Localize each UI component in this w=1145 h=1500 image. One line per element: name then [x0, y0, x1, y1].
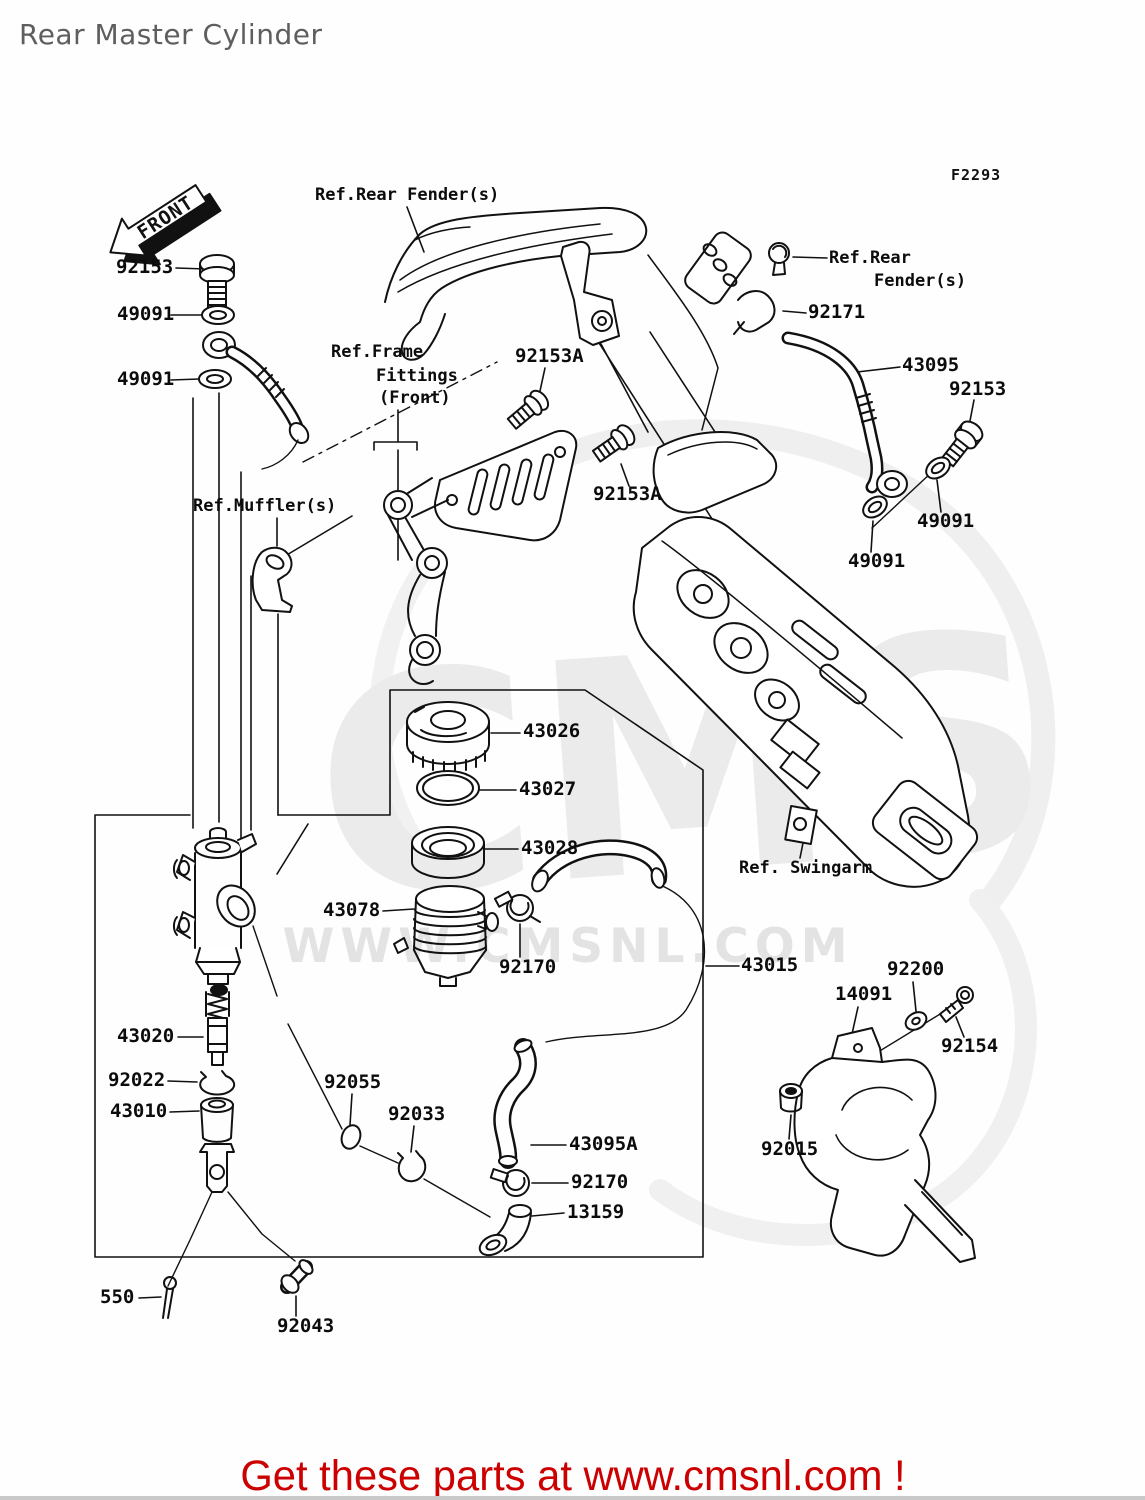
- bottom-edge-divider: [0, 1496, 1145, 1500]
- bolt-92153a-2-drawing: [591, 424, 636, 463]
- bracket-92171-drawing: [684, 231, 790, 335]
- washer-49091-right-2-drawing: [862, 495, 888, 519]
- watermark-url-text: WWW.CMSNL.COM: [282, 919, 853, 974]
- diaphragm-43028-drawing: [411, 826, 485, 879]
- reservoir-hose-elbow-drawing: [531, 839, 668, 893]
- footpeg-bracket-drawing: [383, 477, 449, 686]
- circlip-92022-drawing: [199, 1070, 236, 1096]
- page-title: Rear Master Cylinder: [19, 18, 323, 51]
- bolt-92154-drawing: [939, 986, 974, 1023]
- cotter-pin-550-drawing: [162, 1276, 177, 1319]
- clamp-92170-upper-drawing: [493, 890, 541, 923]
- hose-43095a-drawing: [493, 1038, 537, 1169]
- pin-92043-drawing: [280, 1259, 314, 1294]
- bushing-92015-drawing: [779, 1083, 803, 1113]
- washer-49091-left-1-drawing: [201, 305, 235, 325]
- master-cylinder-drawing: [172, 827, 257, 996]
- rod-43010-drawing: [199, 1097, 235, 1193]
- clamp-92170-lower-drawing: [489, 1168, 530, 1197]
- swingarm-drawing: [632, 431, 979, 888]
- cap-43026-drawing: [406, 701, 490, 773]
- elbow-13159-drawing: [478, 1204, 532, 1257]
- muffler-bracket-drawing: [251, 546, 293, 613]
- front-arrow: FRONT: [109, 184, 222, 266]
- ring-43027-drawing: [416, 770, 480, 806]
- banjo-hose-drawing: [202, 331, 310, 470]
- figure-code: F2293: [951, 166, 1002, 184]
- washer-49091-left-2-drawing: [198, 369, 232, 389]
- cmsnl-banner-link[interactable]: Get these parts at www.cmsnl.com !: [239, 1452, 906, 1500]
- heel-guard-drawing: [434, 430, 578, 542]
- washer-49091-right-1-drawing: [925, 456, 951, 480]
- oring-92055-drawing: [340, 1124, 362, 1150]
- circlip-92033-drawing: [397, 1150, 427, 1183]
- bolt-92153-left-drawing: [199, 254, 235, 311]
- frame-fitting-drawing: [560, 240, 620, 346]
- piston-43020-drawing: [205, 991, 230, 1066]
- reservoir-43078-drawing: [393, 885, 499, 987]
- bolt-92153a-1-drawing: [506, 389, 550, 430]
- guard-14091-drawing: [793, 1027, 976, 1263]
- leader-lines: [138, 206, 975, 1317]
- rear-fender-drawing: [384, 206, 719, 431]
- washer-92200-drawing: [904, 1011, 928, 1031]
- hose-43095-drawing: [781, 331, 908, 498]
